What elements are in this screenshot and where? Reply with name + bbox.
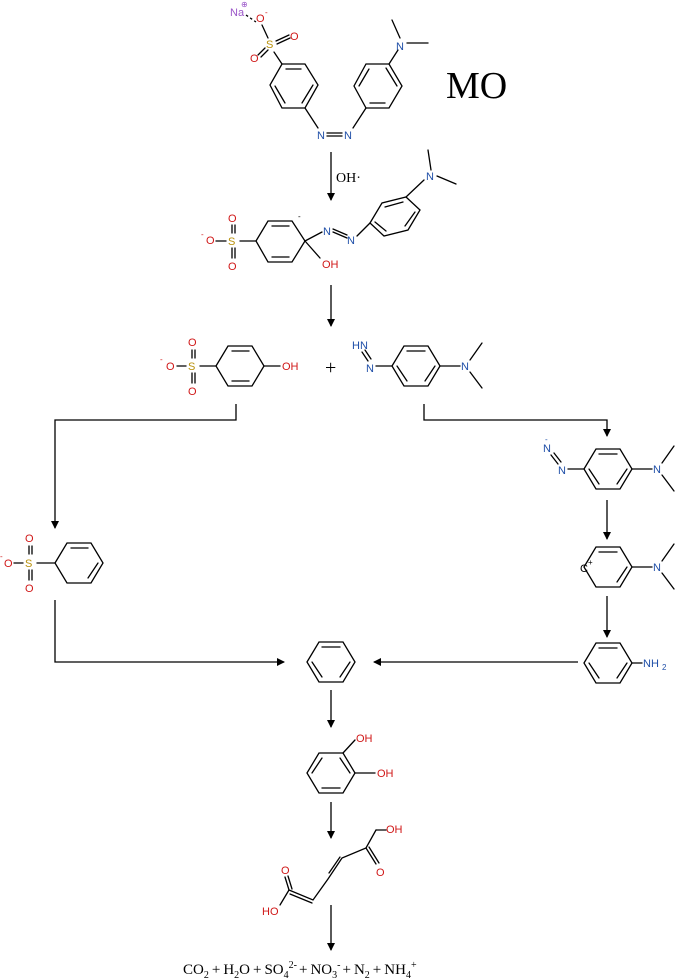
reaction-arrow (423, 404, 611, 437)
hydroxy-cyclohexadiene-sulfonate: O O - S O OH (160, 337, 299, 398)
methyl-orange-title: MO (446, 65, 507, 107)
svg-text:O: O (250, 53, 259, 65)
final-products-equation: CO2+H2O+SO42-+NO3-+N2+NH4+ (183, 960, 417, 979)
svg-text:-: - (0, 552, 3, 561)
svg-text:S: S (228, 236, 235, 248)
catechol-structure: OH OH (306, 733, 394, 794)
svg-text:-: - (265, 8, 268, 17)
svg-text:-: - (545, 435, 548, 444)
oxygen-label: O (290, 31, 299, 43)
svg-text:O: O (228, 261, 237, 273)
svg-text:OH: OH (322, 259, 339, 271)
svg-text:HN: HN (352, 340, 368, 352)
svg-text:-: - (160, 355, 163, 364)
svg-text:N: N (366, 363, 374, 375)
svg-text:N: N (344, 130, 352, 142)
svg-text:N: N (653, 464, 661, 476)
benzene-structure (306, 641, 356, 683)
benzenesulfonate-structure: O O - S O (0, 533, 104, 595)
svg-text:O: O (206, 235, 215, 247)
svg-text:OH: OH (377, 768, 394, 780)
svg-text:O: O (188, 337, 197, 349)
svg-text:N: N (347, 235, 355, 247)
svg-text:HO: HO (262, 906, 279, 918)
svg-text:N: N (543, 443, 551, 455)
svg-text:N: N (426, 171, 434, 183)
aniline-structure: NH 2 (583, 642, 667, 684)
reaction-arrow (54, 600, 285, 666)
sodium-charge: ⊕ (241, 0, 248, 9)
sodium-label: Na (230, 7, 245, 19)
svg-text:N: N (558, 465, 566, 477)
svg-text:NH: NH (643, 658, 659, 670)
svg-text:O: O (281, 865, 290, 877)
svg-text:O: O (228, 213, 237, 225)
svg-text:N: N (317, 130, 325, 142)
svg-text:N: N (396, 41, 404, 53)
plus-sign: + (325, 357, 336, 379)
oxygen-minus-label: O (256, 13, 265, 25)
svg-text:C: C (580, 563, 588, 575)
svg-text:OH: OH (282, 361, 299, 373)
svg-text:-: - (201, 230, 204, 239)
sulfur-label: S (266, 39, 273, 51)
aryl-cation-fragment: C + N (580, 543, 675, 590)
muconic-acid-structure: OH O O HO (262, 824, 403, 918)
svg-text:2: 2 (662, 663, 667, 672)
svg-text:O: O (166, 361, 175, 373)
svg-text:O: O (188, 386, 197, 398)
svg-text:O: O (25, 583, 34, 595)
svg-text:S: S (25, 558, 32, 570)
svg-text:-: - (298, 212, 301, 221)
svg-text:O: O (376, 867, 385, 879)
svg-text:S: S (188, 361, 195, 373)
svg-text:+: + (588, 558, 593, 567)
reaction-arrow (51, 404, 237, 529)
methyl-orange-structure: Na ⊕ O - S O O N N N (230, 0, 507, 142)
phenyldiazene-fragment: HN N N (352, 340, 483, 389)
svg-text:N: N (653, 562, 661, 574)
svg-text:O: O (25, 533, 34, 545)
svg-text:OH: OH (356, 733, 373, 745)
svg-text:N: N (323, 226, 331, 238)
diazonium-fragment: - N N N (543, 435, 675, 492)
hydroxyl-adduct-intermediate: O O - S O - OH N N N (201, 149, 457, 273)
svg-text:N: N (461, 361, 469, 373)
svg-text:OH: OH (386, 824, 403, 836)
hydroxyl-radical-reagent: OH· (336, 171, 361, 186)
svg-text:O: O (4, 558, 13, 570)
